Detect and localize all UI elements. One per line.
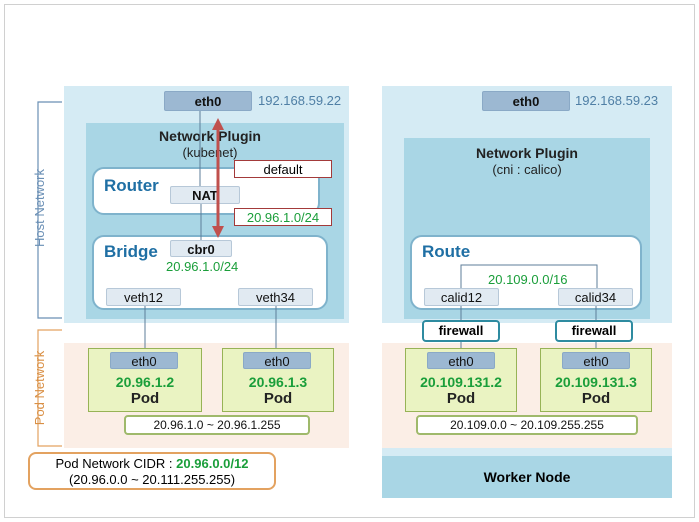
left-plugin-title: Network Plugin — [159, 128, 261, 144]
cidr-label: Pod Network CIDR : — [55, 456, 177, 471]
right-eth0: eth0 — [482, 91, 570, 111]
left-eth0: eth0 — [164, 91, 252, 111]
right-calid34: calid34 — [558, 288, 633, 306]
right-worker-node-footer: Worker Node — [382, 456, 672, 498]
left-pod-range: 20.96.1.0 ~ 20.96.1.255 — [124, 415, 310, 435]
right-pod-2-eth0: eth0 — [562, 352, 630, 369]
right-eth0-ip: 192.168.59.23 — [575, 93, 659, 108]
right-pod-1-ip: 20.109.131.2 — [420, 374, 502, 390]
right-plugin-title: Network Plugin — [476, 145, 578, 161]
left-plugin-sub: (kubenet) — [182, 145, 238, 160]
right-pod-range: 20.109.0.0 ~ 20.109.255.255 — [416, 415, 638, 435]
cidr-value: 20.96.0.0/12 — [176, 456, 249, 471]
right-route-title: Route — [422, 242, 471, 261]
right-firewall-2: firewall — [555, 320, 633, 342]
right-plugin-sub: (cni : calico) — [492, 162, 562, 177]
left-pod-1-ip: 20.96.1.2 — [115, 374, 175, 390]
right-calid12: calid12 — [424, 288, 499, 306]
left-band-white — [64, 323, 349, 343]
left-eth0-ip: 192.168.59.22 — [258, 93, 342, 108]
left-pod-route: 20.96.1.0/24 — [234, 208, 332, 226]
left-pod-2-label: Pod — [263, 390, 293, 407]
left-default-route: default — [234, 160, 332, 178]
left-veth34: veth34 — [238, 288, 313, 306]
left-cbr0: cbr0 — [170, 240, 232, 257]
left-pod-1-label: Pod — [130, 390, 160, 407]
left-pod-2-ip: 20.96.1.3 — [248, 374, 308, 390]
pod-network-cidr-box: Pod Network CIDR : 20.96.0.0/12 (20.96.0… — [28, 452, 276, 490]
right-pod-2-label: Pod — [581, 390, 611, 407]
left-pod-2-eth0: eth0 — [243, 352, 311, 369]
left-nat: NAT — [170, 186, 240, 204]
right-route-ip: 20.109.0.0/16 — [488, 272, 568, 287]
left-veth12: veth12 — [106, 288, 181, 306]
cidr-range: (20.96.0.0 ~ 20.111.255.255) — [68, 472, 236, 487]
right-pod-1-label: Pod — [446, 390, 476, 407]
right-pod-2-ip: 20.109.131.3 — [555, 374, 637, 390]
right-firewall-1: firewall — [422, 320, 500, 342]
cidr-line: Pod Network CIDR : 20.96.0.0/12 — [30, 456, 274, 472]
left-bridge-title: Bridge — [104, 242, 158, 261]
left-pod-1-eth0: eth0 — [110, 352, 178, 369]
left-cbr0-ip: 20.96.1.0/24 — [166, 259, 239, 274]
left-router-title: Router — [104, 176, 159, 195]
right-pod-1-eth0: eth0 — [427, 352, 495, 369]
